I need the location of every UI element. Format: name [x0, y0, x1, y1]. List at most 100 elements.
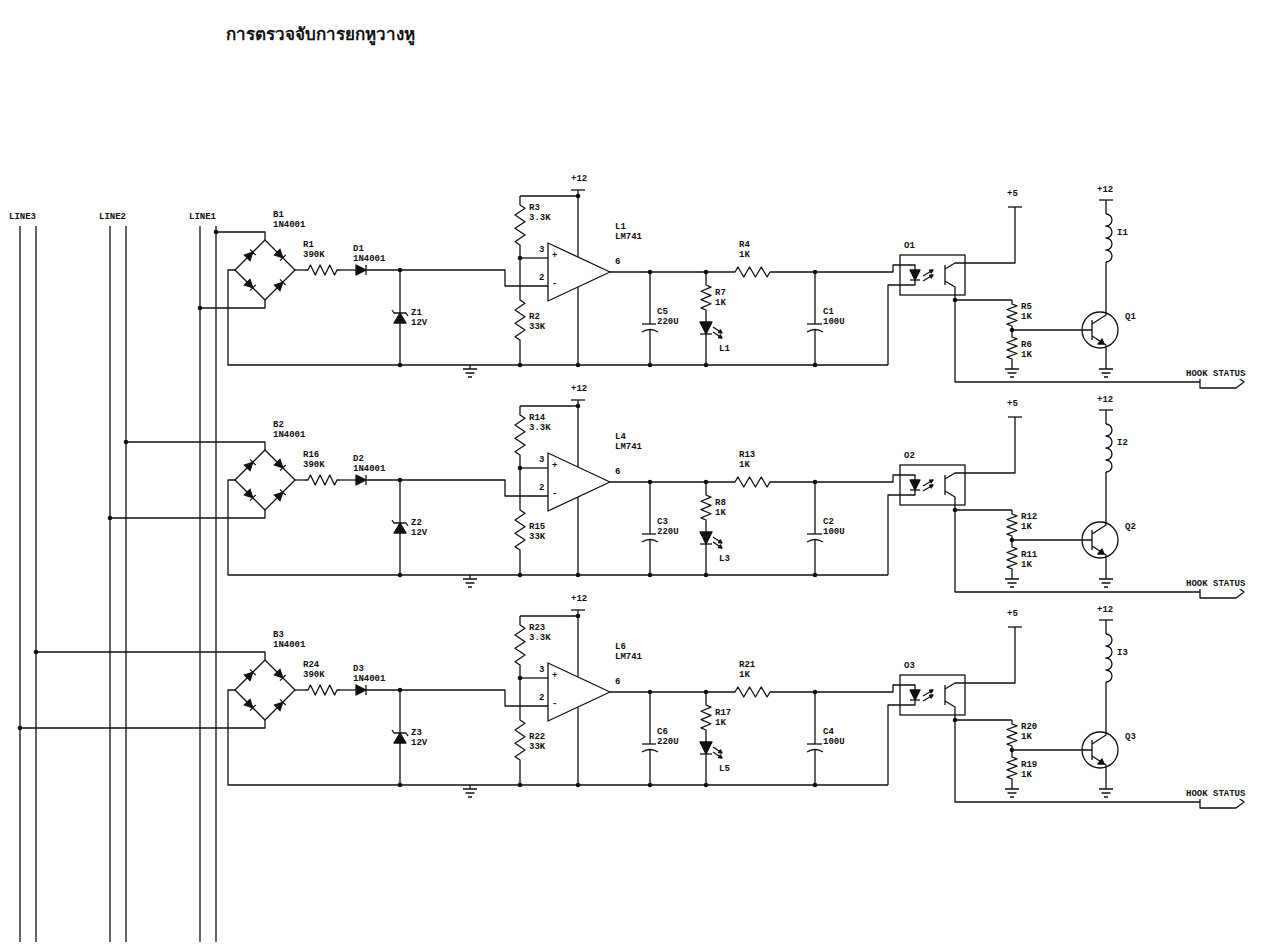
zener-symbol	[392, 310, 408, 316]
ref-designator: Q3	[1124, 732, 1137, 742]
ref-designator: R11	[1020, 550, 1038, 560]
relay-coil	[1106, 214, 1112, 262]
wire	[945, 281, 1012, 300]
ref-designator: Q2	[1124, 522, 1137, 532]
part-value: 220U	[656, 527, 680, 537]
pin-polarity: -	[551, 489, 558, 499]
part-value: 220U	[656, 317, 680, 327]
ref-designator: C6	[656, 727, 669, 737]
capacitor-plate	[807, 533, 823, 534]
resistor-symbol	[1007, 540, 1017, 575]
part-value: 33K	[528, 322, 546, 332]
wire	[814, 750, 815, 786]
bridge-diode	[274, 699, 285, 710]
wire	[945, 207, 1015, 269]
wire	[1092, 756, 1106, 785]
ref-designator: I2	[1116, 438, 1129, 448]
resistor-symbol	[1007, 510, 1017, 540]
signal-name: HOOK STATUS	[1185, 789, 1246, 799]
telephone-line	[199, 226, 200, 942]
zener-symbol	[392, 730, 408, 736]
part-value: 100U	[822, 527, 846, 537]
pin-polarity: -	[551, 699, 558, 709]
part-value: 1K	[738, 670, 751, 680]
part-value: 220U	[656, 737, 680, 747]
ref-designator: Q1	[1124, 312, 1137, 322]
signal-name: HOOK STATUS	[1185, 579, 1246, 589]
resistor-symbol	[1007, 750, 1017, 785]
line-label: LINE1	[188, 212, 217, 222]
part-value: 390K	[302, 670, 326, 680]
part-value: 1N4001	[352, 674, 386, 684]
ref-designator: Z3	[410, 728, 423, 738]
supply-bar	[1099, 199, 1113, 200]
ref-designator: R16	[302, 450, 320, 460]
junction-dot	[576, 363, 581, 368]
relay-coil	[1106, 424, 1112, 472]
ref-designator: L1	[718, 344, 731, 354]
wire	[520, 195, 578, 196]
light-arrow	[719, 750, 722, 753]
junction-dot	[576, 194, 581, 199]
line-label: LINE2	[98, 212, 127, 222]
led-symbol	[910, 270, 920, 280]
part-value: 1K	[738, 250, 751, 260]
opamp-symbol	[548, 663, 610, 721]
wire	[295, 479, 305, 480]
part-value: 1K	[1020, 312, 1033, 322]
part-value: 1K	[714, 508, 727, 518]
diagram-title: การตรวจจับการยกหูวางหู	[226, 20, 415, 47]
junction-dot	[576, 573, 581, 578]
wire	[888, 285, 900, 365]
wire	[1092, 262, 1106, 324]
wire	[126, 442, 265, 450]
part-value: 390K	[302, 250, 326, 260]
emitter-arrow	[1098, 339, 1104, 344]
opamp-symbol	[548, 243, 610, 301]
ref-designator: L3	[718, 554, 731, 564]
pin-polarity: +	[551, 671, 558, 681]
light-arrow	[713, 542, 722, 548]
supply-label: +5	[1006, 399, 1019, 409]
wire	[705, 334, 706, 365]
led-symbol	[700, 742, 712, 754]
junction-dot	[813, 573, 818, 578]
transistor-symbol	[1082, 732, 1118, 768]
light-arrow	[713, 747, 722, 753]
ground-symbol	[1099, 365, 1113, 377]
junction-dot	[108, 516, 113, 521]
wire	[610, 691, 730, 692]
supply-bar	[1099, 619, 1113, 620]
zener-symbol	[394, 733, 406, 743]
pin-number: 2	[538, 273, 545, 283]
part-value: 1K	[738, 460, 751, 470]
ref-designator: O3	[903, 661, 916, 671]
ref-designator: R20	[1020, 722, 1038, 732]
light-arrow	[719, 330, 722, 333]
ref-designator: R6	[1020, 340, 1033, 350]
wire	[955, 720, 1200, 802]
wire	[888, 705, 900, 785]
wire	[775, 265, 900, 272]
wire	[705, 754, 706, 785]
wire	[1012, 749, 1092, 750]
wire	[945, 491, 1012, 510]
wire	[228, 480, 888, 575]
bridge-diode	[274, 669, 285, 680]
transistor-symbol	[1082, 522, 1118, 558]
light-arrow	[930, 485, 933, 488]
bridge-diode	[244, 459, 255, 470]
supply-bar	[571, 399, 585, 400]
light-arrow	[930, 480, 933, 483]
wire	[649, 272, 650, 324]
diode-symbol	[356, 685, 366, 695]
resistor-symbol	[515, 406, 525, 468]
light-arrow	[923, 695, 933, 701]
wire	[900, 490, 915, 495]
wire	[814, 540, 815, 576]
bridge-rectifier	[235, 240, 295, 300]
light-arrow	[930, 690, 933, 693]
light-arrow	[719, 540, 722, 543]
ref-designator: L5	[718, 764, 731, 774]
